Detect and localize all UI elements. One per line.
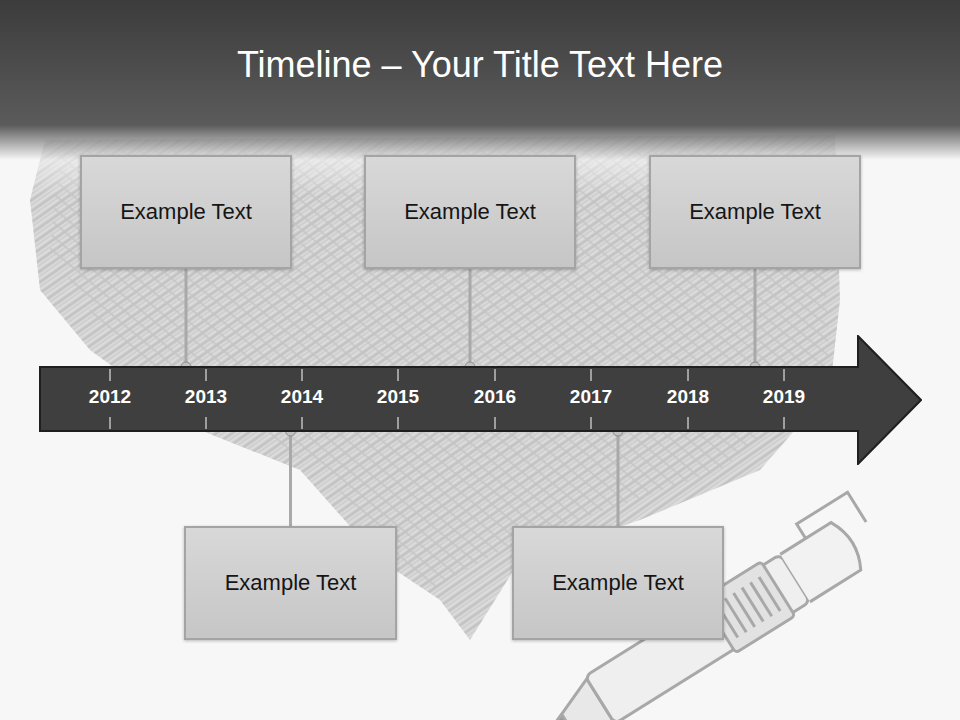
box-text: Example Text (404, 199, 536, 225)
tick-mark (302, 417, 303, 429)
leader-line (754, 269, 757, 367)
year-slot: 2018 (648, 386, 728, 408)
tick-mark (302, 369, 303, 381)
tick-mark (784, 417, 785, 429)
leader-line (617, 431, 620, 526)
year-label: 2016 (474, 386, 516, 407)
text-box: Example Text (364, 155, 576, 269)
box-text: Example Text (225, 570, 357, 596)
leader-line (185, 269, 188, 367)
tick-mark (206, 417, 207, 429)
leader-line (289, 431, 292, 526)
year-label: 2013 (185, 386, 227, 407)
text-box: Example Text (184, 526, 397, 640)
year-slot: 2014 (262, 386, 342, 408)
year-slot: 2016 (455, 386, 535, 408)
arrow-body (40, 336, 921, 464)
timeline-arrow: 2012 2013 2014 2015 2016 2017 2018 2019 (39, 335, 922, 465)
tick-mark (591, 369, 592, 381)
leader-connector (750, 269, 760, 372)
text-box: Example Text (80, 155, 292, 269)
year-label: 2014 (281, 386, 323, 407)
year-slot: 2013 (166, 386, 246, 408)
year-slot: 2017 (551, 386, 631, 408)
tick-mark (495, 369, 496, 381)
leader-connector (181, 269, 191, 372)
tick-mark (591, 417, 592, 429)
box-text: Example Text (552, 570, 684, 596)
tick-mark (110, 369, 111, 381)
text-box: Example Text (512, 526, 724, 640)
leader-connector (613, 426, 623, 526)
box-text: Example Text (689, 199, 821, 225)
year-label: 2017 (570, 386, 612, 407)
tick-mark (110, 417, 111, 429)
tick-mark (688, 417, 689, 429)
tick-mark (398, 417, 399, 429)
text-box: Example Text (649, 155, 861, 269)
leader-connector (465, 269, 475, 372)
year-slot: 2015 (358, 386, 438, 408)
leader-line (469, 269, 472, 367)
title-wrap: Timeline – Your Title Text Here (0, 44, 960, 86)
year-label: 2015 (377, 386, 419, 407)
tick-mark (784, 369, 785, 381)
box-text: Example Text (120, 199, 252, 225)
tick-mark (206, 369, 207, 381)
leader-connector (286, 426, 296, 526)
year-label: 2019 (763, 386, 805, 407)
tick-mark (688, 369, 689, 381)
year-slot: 2012 (70, 386, 150, 408)
year-label: 2018 (667, 386, 709, 407)
tick-mark (495, 417, 496, 429)
tick-mark (398, 369, 399, 381)
year-label: 2012 (89, 386, 131, 407)
year-slot: 2019 (744, 386, 824, 408)
slide-title: Timeline – Your Title Text Here (237, 44, 723, 85)
